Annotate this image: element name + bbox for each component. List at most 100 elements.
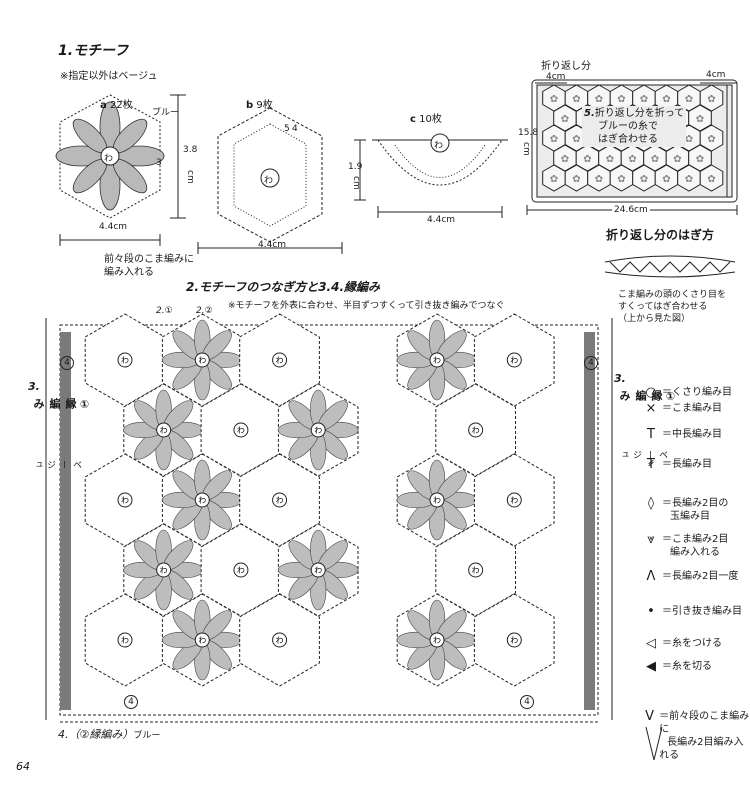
legend-label: ＝糸を切る	[662, 660, 712, 673]
bag-flower-mark: ✿	[640, 174, 648, 185]
corner-marker-br: 4	[520, 695, 534, 709]
legend-label-line1: ＝くさり編み目	[662, 387, 732, 398]
motif-center-ring	[194, 492, 210, 508]
motif-c-center: わ	[434, 141, 444, 151]
legend-item: ◀ ＝糸を切る	[640, 660, 712, 674]
legend-label-line1: ＝長編み目	[662, 459, 712, 470]
legend-label-line2: 玉編み目	[670, 511, 710, 522]
legend-label-line1: ＝中長編み目	[662, 429, 722, 440]
bag-flower-mark: ✿	[561, 154, 569, 165]
joining-chart-frame	[45, 318, 613, 723]
legend-item: ○ ＝くさり編み目	[640, 386, 732, 400]
bag-flower-mark: ✿	[595, 174, 603, 185]
legend-label-line1: ＝前々段のこま編みに	[659, 711, 750, 735]
motif-center-ring	[468, 562, 484, 578]
corner-marker-tr: 4	[584, 356, 598, 370]
bag-flower-mark: ✿	[617, 94, 625, 105]
bag-flower-mark: ✿	[606, 154, 614, 165]
half-double-crochet-icon: T	[647, 427, 655, 442]
join-yarn-icon: ◁	[646, 636, 656, 651]
right-edge-text: ①縁編み	[618, 390, 677, 403]
corner-marker-tl: 4	[60, 356, 74, 370]
legend-item: V＝前々段のこま編みに長編み2目編み入れる	[640, 710, 750, 762]
bag-left-width: 4cm	[546, 72, 566, 82]
motif-b-width: 4.4cm	[258, 240, 287, 250]
motif-b-round-mark-2: 4	[292, 124, 298, 134]
legend-label-line1: ＝長編み2目一度	[662, 571, 739, 582]
legend-label-line1: ＝こま編み2目	[662, 534, 729, 545]
legend-label: ＝長編み2目の玉編み目	[662, 497, 728, 523]
motif-b-center: わ	[264, 176, 274, 186]
bag-flower-mark: ✿	[550, 174, 558, 185]
motif-center-ring	[233, 562, 249, 578]
slip-stitch-icon: •	[647, 604, 655, 619]
legend-item: ₮ ＝長編み目	[640, 458, 712, 472]
cut-yarn-icon: ◀	[646, 659, 656, 674]
bag-flower-mark: ✿	[696, 154, 704, 165]
motif-center-ring	[468, 422, 484, 438]
motif-center-ring	[272, 352, 288, 368]
motif-center-label: わ	[198, 356, 206, 365]
motif-center-ring	[117, 492, 133, 508]
bag-flower-mark: ✿	[595, 94, 603, 105]
seam-title: 折り返し分のはぎ方	[606, 228, 715, 242]
bag-flower-mark: ✿	[707, 174, 715, 185]
seam-note-2: すくってはぎ合わせる	[618, 302, 708, 312]
motif-center-label: わ	[510, 356, 518, 365]
single-crochet-icon: ×	[645, 401, 657, 416]
motif-center-ring	[310, 422, 326, 438]
motif-center-label: わ	[121, 496, 129, 505]
bag-instr-1: 折り返し分を折って	[594, 108, 685, 119]
section2-note: ※モチーフを外表に合わせ、半目ずつすくって引き抜き編みでつなぐ	[228, 301, 505, 311]
legend-label: ＝中長編み目	[662, 428, 722, 441]
motif-center-ring	[506, 632, 522, 648]
dc2-in-sc-icon: V	[645, 709, 655, 724]
motif-center-ring	[156, 562, 172, 578]
legend-item: T ＝中長編み目	[640, 428, 722, 442]
legend-label-line1: ＝糸を切る	[662, 661, 712, 672]
motif-c-width: 4.4cm	[427, 215, 456, 225]
left-edge-step: 3.	[28, 380, 40, 393]
motif-center-label: わ	[276, 496, 284, 505]
legend-item: ⩔＝こま編み2目編み入れる	[640, 533, 728, 559]
motif-center-label: わ	[276, 356, 284, 365]
page-number: 64	[16, 760, 30, 773]
joining-hex-grid: わわわわわわわわわわわわわわわわわわわわわわわ	[84, 313, 555, 687]
motif-center-ring	[194, 632, 210, 648]
join-label-2: 2.②	[196, 306, 213, 316]
motif-c-height: 1.9	[348, 162, 363, 172]
motif-center-ring	[429, 632, 445, 648]
seam-chart	[604, 255, 736, 278]
motif-center-label: わ	[160, 426, 168, 435]
motif-c-count: 10枚	[419, 114, 442, 125]
motif-center-label: わ	[472, 566, 480, 575]
motif-b-label: b 9枚	[246, 96, 273, 111]
motif-hexagon	[699, 124, 724, 152]
motif-a-label: a 22枚	[100, 96, 133, 111]
motif-center-label: わ	[510, 496, 518, 505]
motif-center-ring	[272, 632, 288, 648]
section2-title: 2.モチーフのつなぎ方と3.4.縁編み	[186, 280, 381, 294]
motif-a-height: 3.8	[183, 145, 198, 155]
legend-label-line1: ＝糸をつける	[662, 638, 722, 649]
motif-b-count: 9枚	[256, 100, 273, 111]
motif-center-label: わ	[237, 426, 245, 435]
motif-a-width: 4.4cm	[99, 222, 128, 232]
motif-center-ring	[117, 352, 133, 368]
motif-center-ring	[233, 422, 249, 438]
motif-center-ring	[156, 422, 172, 438]
chain-stitch-icon: ○	[645, 385, 657, 400]
motif-b-letter: b	[246, 100, 254, 111]
motif-center-ring	[506, 492, 522, 508]
bag-instr-3: はぎ合わせる	[598, 134, 658, 145]
left-edge-text: ①縁編み	[32, 398, 91, 411]
motif-center-label: わ	[237, 566, 245, 575]
motif-center-label: わ	[121, 636, 129, 645]
motif-b-round-mark-1: 5	[284, 124, 290, 134]
bag-flower-mark: ✿	[662, 94, 670, 105]
motif-center-label: わ	[510, 636, 518, 645]
seam-note-3: （上から見た図）	[618, 314, 691, 324]
legend-label-line1: ＝こま編み目	[662, 403, 722, 414]
legend-label-line1: ＝長編み2目の	[662, 498, 729, 509]
double-crochet-icon: ₮	[646, 457, 656, 472]
